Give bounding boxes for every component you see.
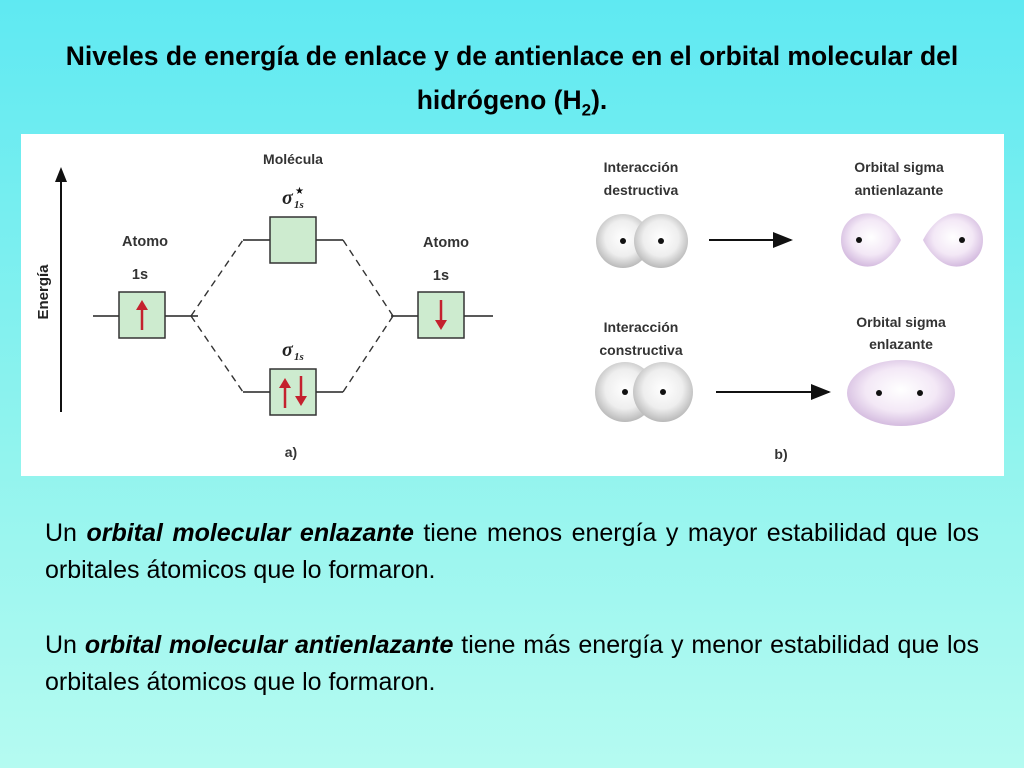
spin-up-arrow-icon [136, 300, 148, 330]
molecule-label: Molécula [263, 151, 323, 167]
energy-axis-label: Energía [35, 264, 52, 320]
title-subscript: 2 [581, 100, 592, 120]
right-orbital-label: 1s [433, 268, 449, 284]
antibonding-box [269, 216, 317, 264]
destructive-label-line1: Interacción [604, 159, 679, 175]
correlation-lines [190, 239, 394, 393]
paragraph2-suffix: tiene más energía y menor estabilidad qu… [45, 631, 979, 696]
antibonding-subscript: 1s [294, 199, 304, 211]
bonding-result-line1: Orbital sigma [856, 314, 946, 330]
slide-title: Niveles de energía de enlace y de antien… [30, 34, 994, 132]
antibonding-star-icon: ★ [295, 186, 304, 197]
orbital-figure: Energía [21, 134, 1004, 476]
caption-b: b) [774, 446, 787, 462]
left-atom-label: Atomo [122, 234, 168, 250]
constructive-atoms [595, 362, 693, 422]
bonding-orbital [847, 360, 955, 426]
paired-spin-arrows-icon [279, 376, 307, 408]
bonding-subscript: 1s [294, 351, 304, 363]
paragraph1-emphasis: orbital molecular enlazante [86, 519, 414, 547]
orbital-diagram: Energía [35, 151, 983, 462]
energy-axis-arrowhead [55, 167, 67, 182]
antibonding-orbital [841, 213, 983, 267]
constructive-label-line1: Interacción [604, 319, 679, 335]
paragraph1-suffix: tiene menos energía y mayor estabilidad … [45, 519, 979, 584]
spin-down-arrow-icon [435, 300, 447, 330]
caption-a: a) [285, 444, 297, 460]
paragraph2-prefix: Un [45, 631, 85, 659]
title-text: Niveles de energía de enlace y de antien… [65, 41, 959, 115]
bonding-box [269, 368, 317, 416]
right-atom-label: Atomo [423, 235, 469, 251]
paragraph-antibonding: Un orbital molecular antienlazante tiene… [45, 627, 979, 701]
bonding-symbol: σ [282, 339, 294, 361]
destructive-atoms [596, 214, 688, 268]
title-suffix: ). [591, 85, 608, 115]
paragraph1-prefix: Un [45, 519, 87, 547]
antibonding-result-line2: antienlazante [855, 182, 944, 198]
bonding-result-line2: enlazante [869, 336, 933, 352]
antibonding-symbol: σ [282, 187, 294, 209]
antibonding-result-line1: Orbital sigma [854, 159, 944, 175]
destructive-label-line2: destructiva [604, 182, 679, 198]
paragraph2-emphasis: orbital molecular antienlazante [84, 631, 454, 659]
paragraph-bonding: Un orbital molecular enlazante tiene men… [45, 515, 979, 589]
left-orbital-label: 1s [132, 267, 148, 283]
constructive-label-line2: constructiva [599, 342, 682, 358]
